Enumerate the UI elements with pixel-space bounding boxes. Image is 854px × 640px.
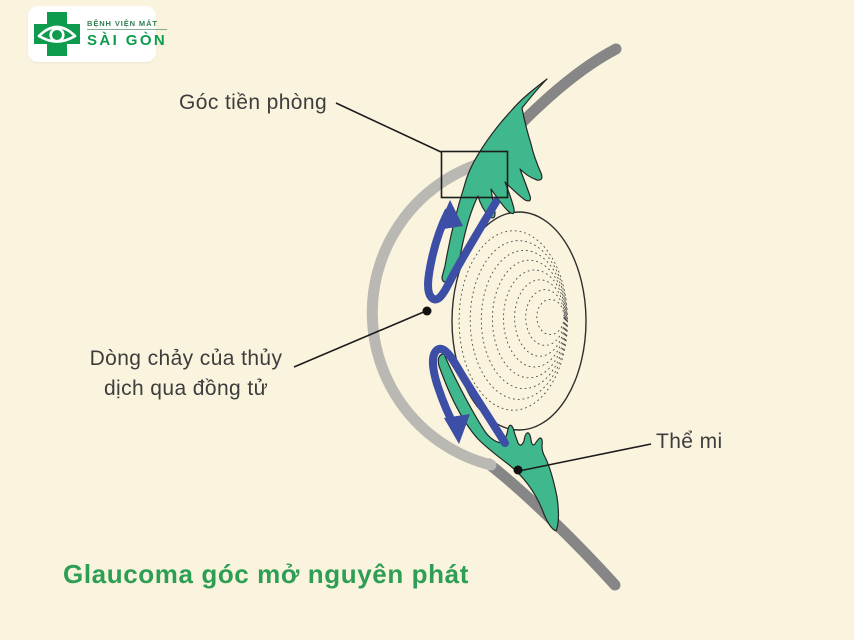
aqueous-flow-arrow-top <box>424 198 500 304</box>
lens-fiber-ring <box>480 249 567 390</box>
cornea-curve <box>366 155 497 471</box>
hospital-logo-text: BỆNH VIỆN MẮT SÀI GÒN <box>87 18 168 50</box>
lens-fiber-ring <box>491 259 567 379</box>
lens-outline <box>451 211 587 431</box>
label-aqueous-flow: Dòng chảy của thủy dịch qua đồng tử <box>66 344 306 404</box>
anterior-chamber-angle-box <box>440 150 509 199</box>
lens-fiber-ring <box>458 230 568 411</box>
pointer-line-ciliary <box>518 443 652 472</box>
hospital-name-small: BỆNH VIỆN MẮT <box>87 18 158 28</box>
aqueous-flow-arrowhead-bottom <box>444 414 470 444</box>
pointer-line-aqueous <box>293 310 427 368</box>
lens-fiber-ring <box>536 298 565 336</box>
lens-fiber-ring <box>525 289 565 346</box>
logo-divider <box>87 29 168 31</box>
lens-fiber-ring <box>503 269 566 368</box>
pointer-dot-ciliary <box>513 465 523 475</box>
label-aqueous-line2: dịch qua đồng tử <box>103 377 269 400</box>
lens-fiber-ring <box>469 240 568 400</box>
ciliary-body-iris-bottom <box>437 353 559 532</box>
eye-cross-icon <box>34 12 80 56</box>
label-ciliary-body: Thể mi <box>656 430 723 453</box>
hospital-logo: BỆNH VIỆN MẮT SÀI GÒN <box>28 6 168 62</box>
lens-fiber-rings <box>458 230 568 411</box>
aqueous-flow-arrowhead-top <box>437 200 463 230</box>
label-anterior-chamber-angle: Góc tiền phòng <box>179 91 328 114</box>
pointer-line-angle <box>335 102 442 153</box>
hospital-name-big: SÀI GÒN <box>87 32 168 50</box>
lens-fiber-ring <box>514 279 566 357</box>
pointer-dot-pupil <box>422 306 432 316</box>
aqueous-flow-arrow-bottom <box>429 344 509 447</box>
diagram-title: Glaucoma góc mở nguyên phát <box>63 559 469 589</box>
label-aqueous-line1: Dòng chảy của thủy <box>89 347 283 370</box>
